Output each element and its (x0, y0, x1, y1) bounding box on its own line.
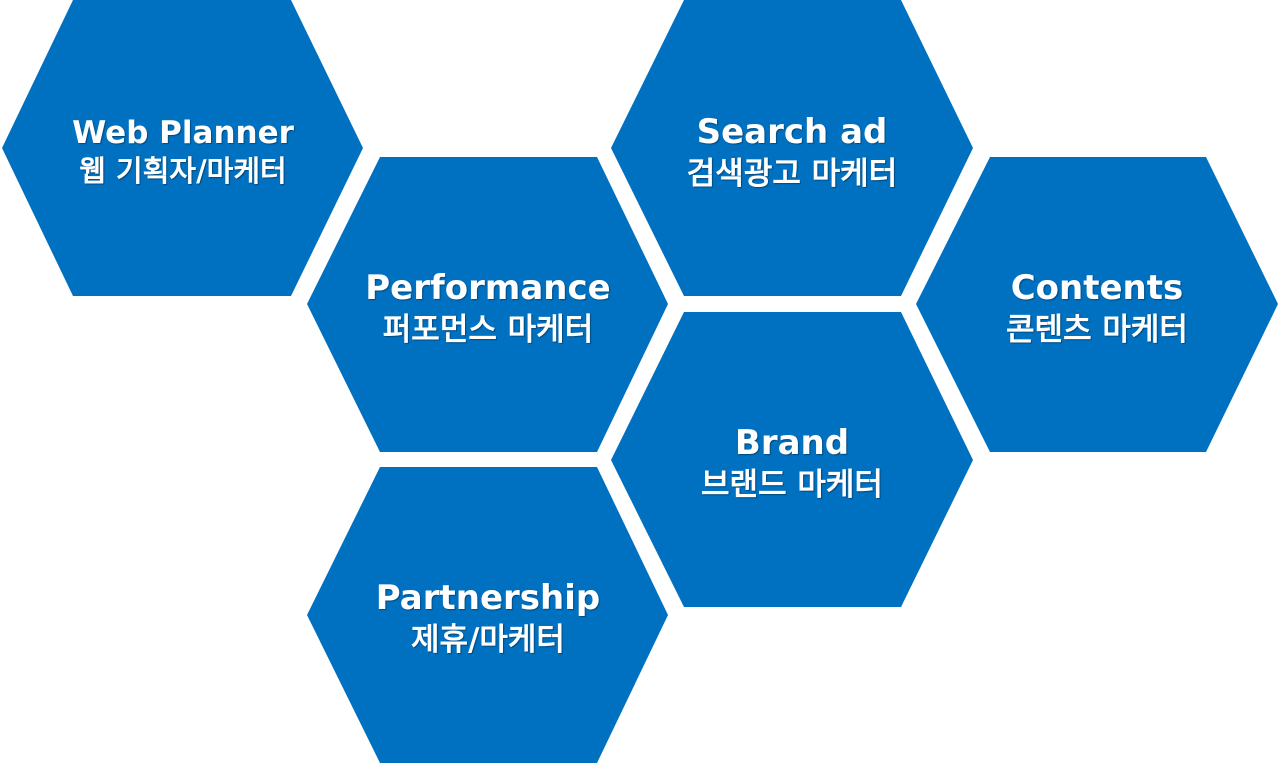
hex-subtitle: 검색광고 마케터 (686, 155, 898, 192)
hex-title: Partnership (375, 577, 601, 618)
hexagon-contents (916, 157, 1278, 452)
hex-subtitle: 제휴/마케터 (411, 621, 565, 658)
hexagon-search-ad (611, 0, 973, 296)
hex-subtitle: 콘텐츠 마케터 (1006, 311, 1188, 348)
hex-title: Brand (734, 422, 850, 463)
hexagon-partnership (307, 467, 668, 763)
hex-subtitle: 퍼포먼스 마케터 (382, 311, 594, 348)
hex-title: Performance (365, 267, 611, 308)
hex-label-performance: Performance 퍼포먼스 마케터 (365, 266, 610, 350)
hexagon-brand (611, 312, 973, 607)
hex-title: Contents (1010, 267, 1184, 308)
hex-label-contents: Contents 콘텐츠 마케터 (1006, 266, 1188, 350)
hex-subtitle: 브랜드 마케터 (701, 466, 883, 503)
hex-label-partnership: Partnership 제휴/마케터 (376, 576, 600, 660)
hex-label-search-ad: Search ad 검색광고 마케터 (687, 110, 897, 194)
hex-title: Search ad (696, 111, 888, 152)
hex-title: Web Planner (72, 115, 294, 152)
hex-subtitle: 웹 기획자/마케터 (79, 154, 287, 189)
hex-label-brand: Brand 브랜드 마케터 (701, 421, 883, 505)
hexagon-web-planner (2, 0, 363, 296)
hexagon-performance (307, 157, 668, 452)
hex-label-web-planner: Web Planner 웹 기획자/마케터 (72, 113, 294, 191)
